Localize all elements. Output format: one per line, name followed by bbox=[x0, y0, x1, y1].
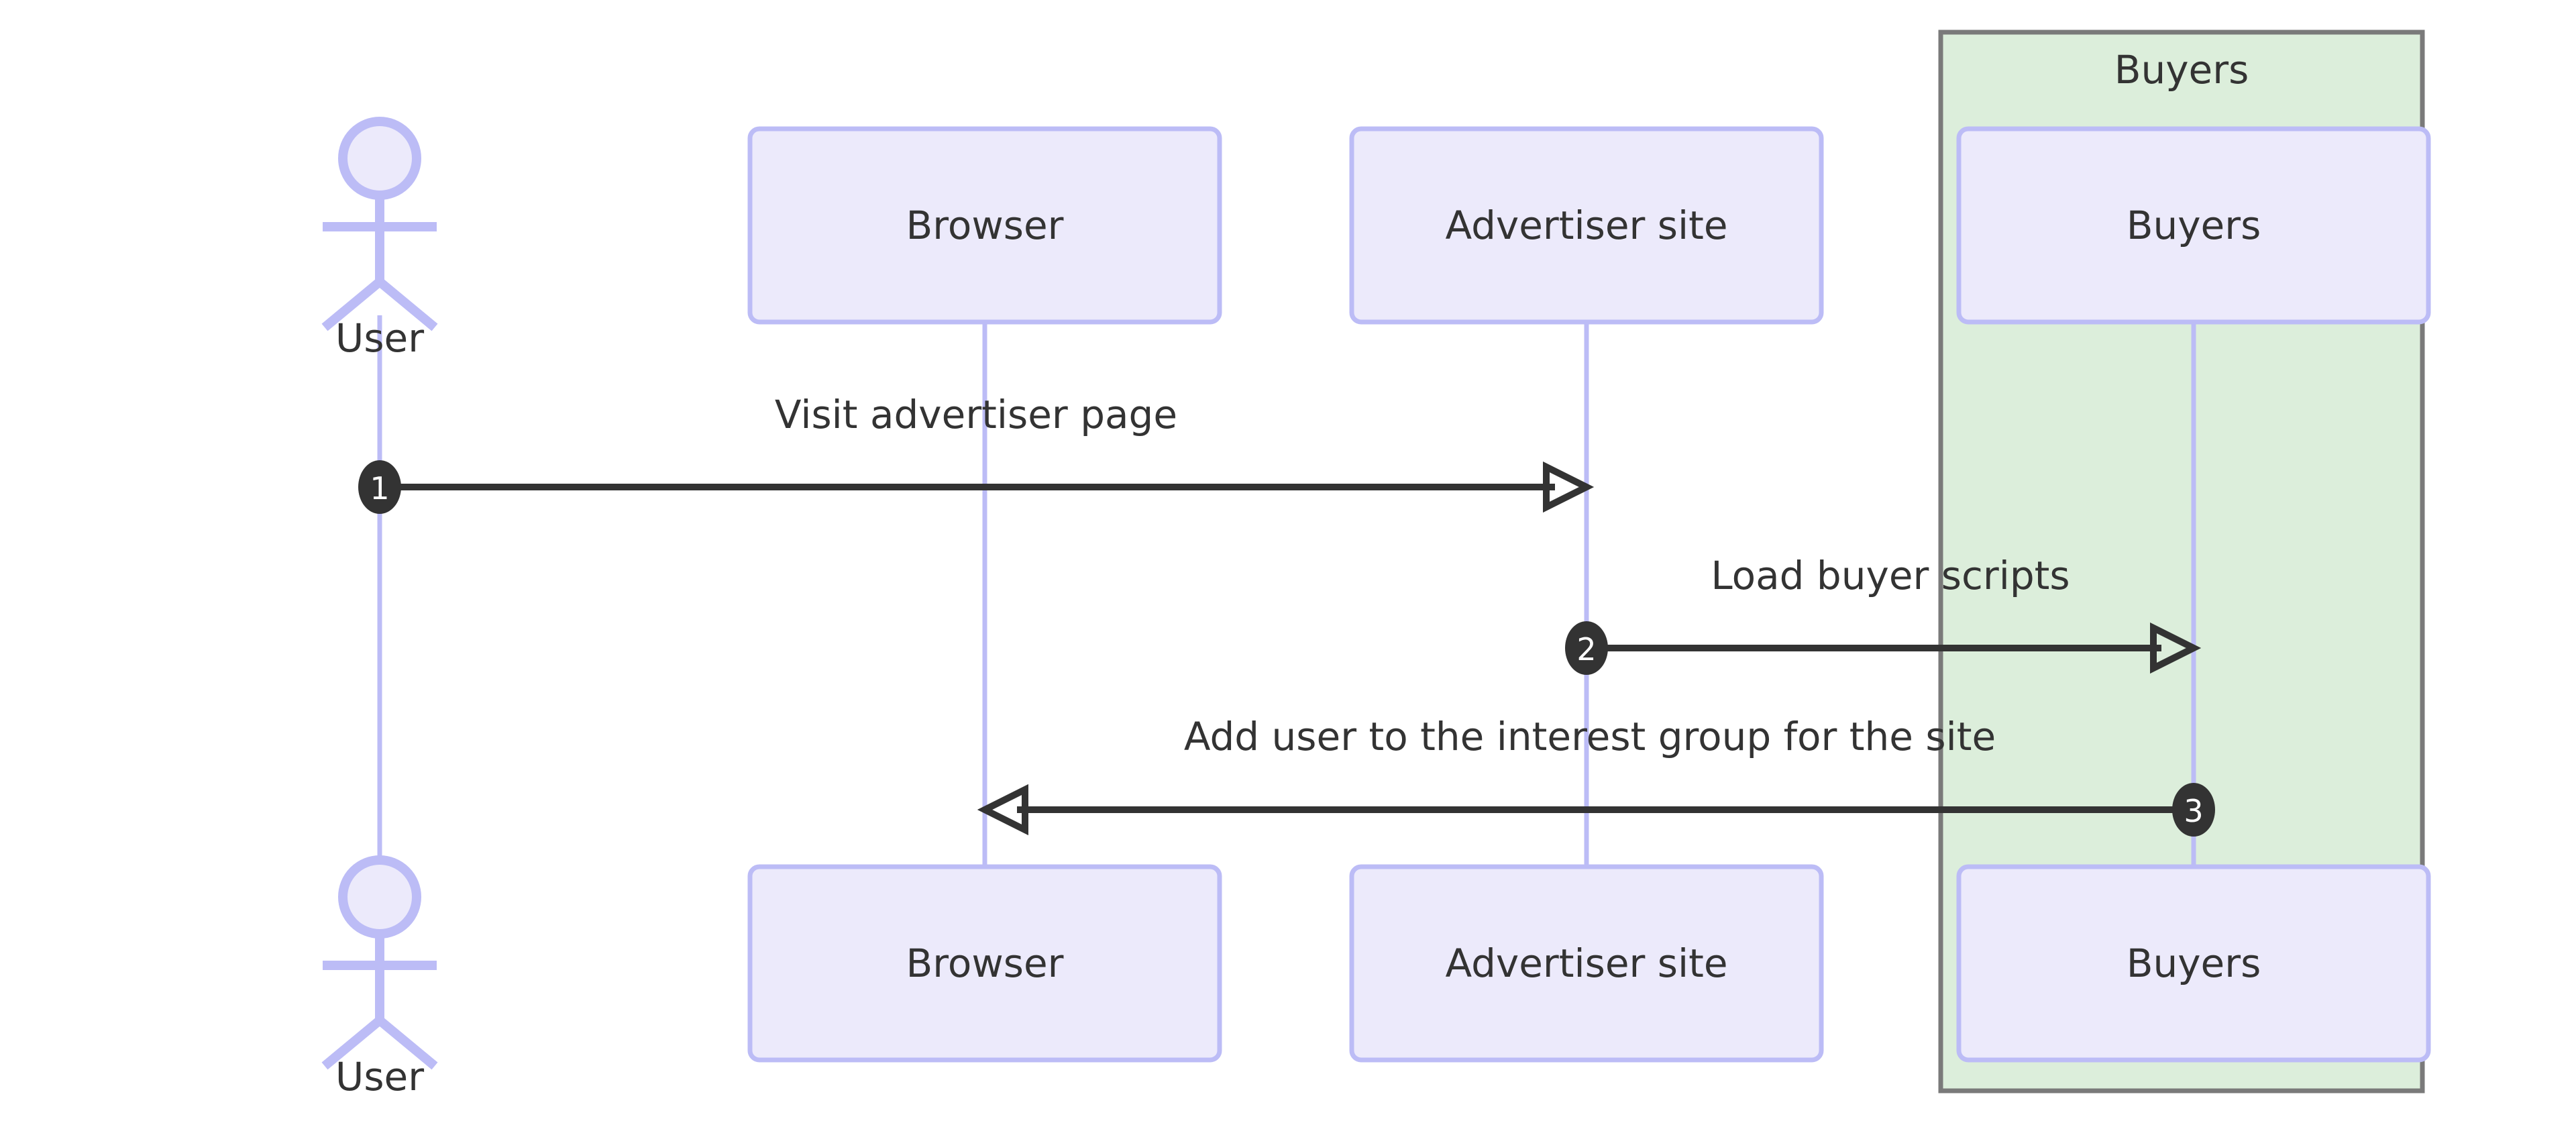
participant-buyers-rect-top bbox=[1956, 126, 2431, 325]
actor-head-icon bbox=[338, 117, 421, 200]
message-3-arrowhead-icon bbox=[977, 784, 1028, 836]
message-2-arrowhead-icon bbox=[2150, 622, 2202, 674]
actor-leg-right-icon-bottom bbox=[376, 1016, 438, 1070]
message-2[interactable]: Load buyer scripts 2 bbox=[1565, 553, 2202, 675]
message-1-arrowhead-icon bbox=[1543, 461, 1595, 513]
participant-buyers-label-top: Buyers bbox=[2127, 203, 2261, 248]
participant-buyers-label-bottom: Buyers bbox=[2127, 941, 2261, 986]
actor-user-label-top: User bbox=[335, 315, 424, 361]
message-2-sequence-badge bbox=[1565, 621, 1608, 675]
participant-advertiser-label-top: Advertiser site bbox=[1445, 203, 1727, 248]
participant-browser-label-bottom: Browser bbox=[906, 941, 1063, 986]
participant-advertiser-bottom[interactable]: Advertiser site bbox=[1349, 864, 1824, 1063]
participant-browser-rect-top bbox=[747, 126, 1222, 325]
participant-browser-bottom[interactable]: Browser bbox=[747, 864, 1222, 1063]
participant-browser-label-top: Browser bbox=[906, 203, 1063, 248]
message-3-sequence-number: 3 bbox=[2184, 793, 2203, 829]
participant-advertiser-top[interactable]: Advertiser site bbox=[1349, 126, 1824, 325]
message-2-label: Load buyer scripts bbox=[1711, 553, 2070, 598]
actor-leg-right-icon bbox=[376, 278, 438, 331]
participant-buyers-bottom[interactable]: Buyers bbox=[1956, 864, 2431, 1063]
actor-leg-left-icon-bottom bbox=[321, 1016, 383, 1070]
group-buyers-label: Buyers bbox=[2114, 47, 2249, 93]
actor-user-bottom[interactable]: User bbox=[321, 855, 438, 1100]
message-3-sequence-badge bbox=[2172, 783, 2215, 837]
participant-advertiser-rect-top bbox=[1349, 126, 1824, 325]
message-1-sequence-number: 1 bbox=[370, 470, 389, 506]
actor-user-top[interactable]: User bbox=[321, 117, 438, 361]
message-1-label: Visit advertiser page bbox=[775, 392, 1177, 437]
actor-leg-left-icon bbox=[321, 278, 383, 331]
actor-head-icon-bottom bbox=[338, 855, 421, 939]
participant-browser-top[interactable]: Browser bbox=[747, 126, 1222, 325]
participant-advertiser-rect-bottom bbox=[1349, 864, 1824, 1063]
participant-buyers-rect-bottom bbox=[1956, 864, 2431, 1063]
message-3-label: Add user to the interest group for the s… bbox=[1184, 714, 1996, 759]
message-1-sequence-badge bbox=[358, 460, 401, 514]
message-1[interactable]: Visit advertiser page 1 bbox=[358, 392, 1595, 514]
message-3[interactable]: Add user to the interest group for the s… bbox=[977, 714, 2215, 837]
message-2-sequence-number: 2 bbox=[1576, 631, 1596, 667]
participant-buyers-top[interactable]: Buyers bbox=[1956, 126, 2431, 325]
participant-advertiser-label-bottom: Advertiser site bbox=[1445, 941, 1727, 986]
participant-browser-rect-bottom bbox=[747, 864, 1222, 1063]
actor-user-label-bottom: User bbox=[335, 1054, 424, 1100]
